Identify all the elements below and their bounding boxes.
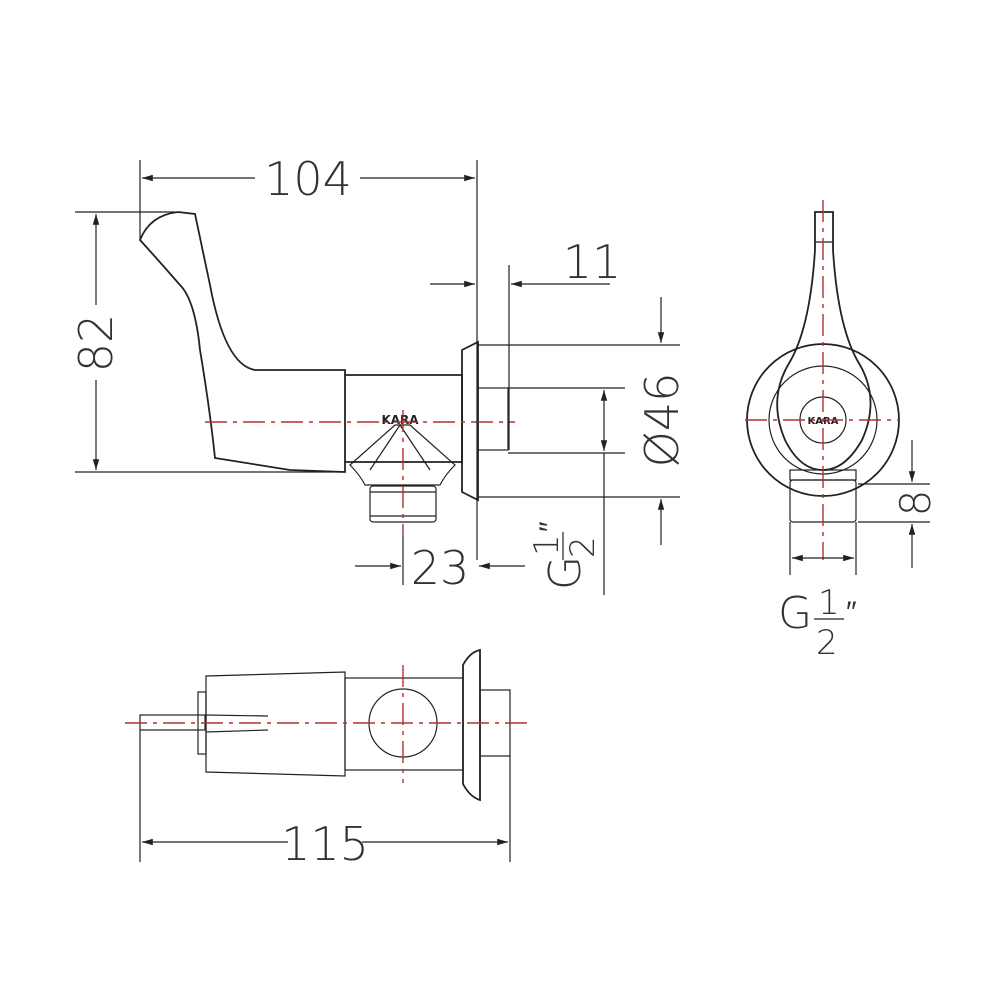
top-view (125, 648, 528, 802)
logo-side: KARA (381, 413, 419, 427)
side-dimensions: 104 82 11 Ø46 G 1 2 ″ 23 (69, 152, 689, 595)
svg-text:1: 1 (818, 583, 840, 623)
top-dimensions: 115 (139, 730, 511, 871)
svg-text:″: ″ (846, 595, 857, 630)
dim-23: 23 (411, 541, 470, 595)
svg-text:G: G (540, 556, 591, 590)
side-view: KARA (138, 211, 515, 535)
dim-82: 82 (69, 314, 123, 373)
svg-text:″: ″ (533, 521, 568, 532)
dim-dia-46: Ø46 (635, 373, 689, 468)
side-thread-label: G 1 2 ″ (527, 521, 603, 590)
svg-text:2: 2 (816, 623, 838, 663)
dim-115: 115 (281, 817, 369, 871)
dim-8: 8 (891, 490, 940, 517)
svg-text:1: 1 (527, 534, 567, 556)
svg-text:G: G (778, 588, 812, 639)
svg-text:2: 2 (563, 536, 603, 558)
front-thread-label: G 1 2 ″ (778, 583, 857, 663)
front-view: KARA (745, 200, 900, 560)
front-dimensions: 8 G 1 2 ″ (778, 440, 940, 663)
dim-104: 104 (264, 152, 352, 206)
dim-11: 11 (563, 235, 622, 289)
